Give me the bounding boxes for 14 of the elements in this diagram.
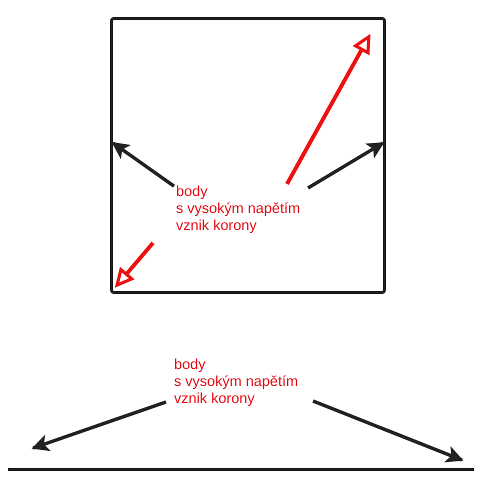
arrow (32, 400, 167, 452)
ground-line (8, 468, 474, 471)
annotation-text: vznik korony (176, 218, 258, 235)
arrow (116, 242, 155, 287)
arrow (285, 35, 370, 185)
annotation-text: vznik korony (174, 391, 256, 408)
arrow (112, 142, 176, 188)
arrow (312, 399, 464, 462)
annotation-text: s vysokým napětím (176, 201, 300, 218)
enclosure-outline (110, 17, 386, 294)
annotation-text: s vysokým napětím (174, 374, 298, 391)
arrow (307, 142, 384, 190)
annotation-text: body (176, 184, 208, 201)
annotation-text: body (174, 357, 206, 374)
